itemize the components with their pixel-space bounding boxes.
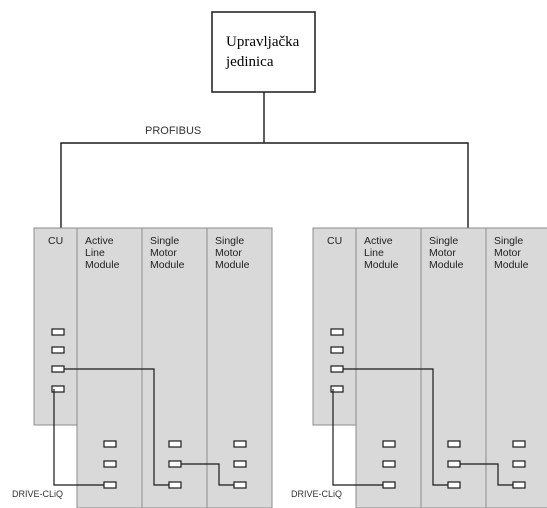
module-label: Single [494, 235, 523, 247]
drive-cliq-cable [181, 463, 234, 486]
module-label: Active [364, 235, 393, 247]
drive-cliq-port [233, 481, 247, 489]
drive-cliq-cable [460, 463, 513, 486]
module-label: Motor [494, 247, 521, 259]
profibus-bus [60, 92, 469, 230]
drive-cliq-port [51, 365, 65, 373]
module-label: Single [215, 235, 244, 247]
module-label: Motor [215, 247, 242, 259]
module-label: Module [429, 259, 464, 271]
module-label: CU [48, 235, 63, 247]
drive-cliq-port [447, 481, 461, 489]
drive-cliq-port [330, 385, 344, 393]
drive-cliq-port [51, 385, 65, 393]
drive-cliq-port [51, 346, 65, 354]
drive-cliq-port [512, 460, 526, 468]
drive-cliq-port [512, 440, 526, 448]
module-label: Motor [150, 247, 177, 259]
module-label: Module [215, 259, 250, 271]
drive-cliq-port [447, 440, 461, 448]
module-label: Line [85, 247, 105, 259]
drive-cliq-label: DRIVE-CLiQ [12, 489, 63, 499]
module-label: Single [429, 235, 458, 247]
module-label: Module [85, 259, 120, 271]
drive-cliq-label: DRIVE-CLiQ [291, 489, 342, 499]
drive-cliq-port [168, 440, 182, 448]
drive-cliq-port [382, 440, 396, 448]
drive-cliq-port [103, 481, 117, 489]
drive-cliq-cable [343, 368, 448, 486]
drive-cliq-cable [332, 389, 383, 486]
drive-cliq-port [168, 460, 182, 468]
drive-cliq-port [330, 346, 344, 354]
control-unit-box: Upravljačka jedinica [211, 11, 316, 93]
drive-cliq-port [330, 328, 344, 336]
drive-cliq-port [168, 481, 182, 489]
control-unit-module [33, 227, 78, 426]
drive-cliq-cable [53, 389, 104, 486]
module-label: Single [150, 235, 179, 247]
control-unit-module [312, 227, 357, 426]
module-label: Module [150, 259, 185, 271]
drive-cliq-port [447, 460, 461, 468]
drive-cliq-port [330, 365, 344, 373]
module-label: Motor [429, 247, 456, 259]
control-unit-label-line2: jedinica [225, 54, 274, 70]
profibus-line [60, 142, 469, 230]
module-label: Active [85, 235, 114, 247]
drive-cliq-port [512, 481, 526, 489]
drive-cliq-port [51, 328, 65, 336]
module-label: Line [364, 247, 384, 259]
drive-cliq-port [103, 460, 117, 468]
module-label: CU [327, 235, 342, 247]
drive-cliq-port [233, 440, 247, 448]
drive-cliq-port [103, 440, 117, 448]
drive-cliq-port [382, 481, 396, 489]
drive-cliq-cable [64, 368, 169, 486]
module-label: Module [364, 259, 399, 271]
module-label: Module [494, 259, 529, 271]
control-unit-label-line1: Upravljačka [226, 34, 300, 50]
drive-cliq-port [233, 460, 247, 468]
profibus-label: PROFIBUS [145, 125, 201, 137]
drive-cliq-port [382, 460, 396, 468]
